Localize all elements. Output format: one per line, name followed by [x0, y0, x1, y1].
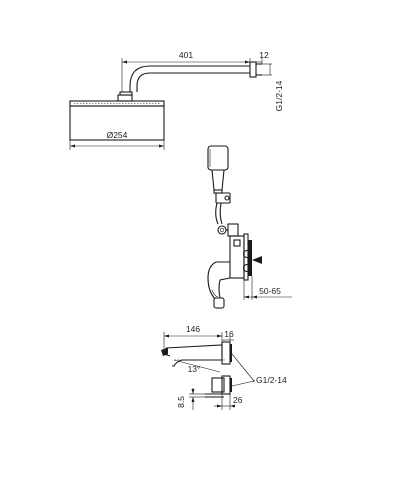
spout-angle-label: 13° [188, 364, 201, 374]
dim-spout-offset-label: 16 [224, 329, 234, 339]
dim-spout-base-width: 26 [214, 394, 243, 410]
dim-wall-flange-label: 12 [259, 50, 269, 60]
dim-spout-base-height-label: 8.5 [176, 396, 186, 408]
mixer-body [229, 235, 245, 279]
dim-spout-base-width-label: 26 [233, 395, 243, 405]
spout-thread-label: G1/2-14 [256, 375, 287, 385]
dim-arm-length: 401 [121, 50, 251, 92]
dim-spout-length-label: 146 [186, 324, 200, 334]
shower-arm-view [69, 61, 262, 141]
hand-shower-view [207, 145, 262, 309]
dim-arm-thread-label: G1/2-14 [274, 80, 284, 111]
dim-spout-offset: 16 [222, 329, 234, 342]
dim-head-diameter-label: Ø254 [107, 130, 128, 140]
dim-mixer-depth-label: 50-65 [259, 286, 281, 296]
dim-wall-flange: 12 [250, 50, 269, 64]
dim-arm-length-label: 401 [179, 50, 193, 60]
hand-shower-head [207, 145, 229, 171]
dim-mixer-depth: 50-65 [243, 276, 292, 300]
shower-head-body [69, 105, 165, 141]
dim-spout-length: 146 [163, 324, 223, 350]
dim-head-diameter: Ø254 [69, 130, 165, 150]
dim-arm-thread: G1/2-14 [262, 63, 284, 111]
spout-thread-callout: G1/2-14 [231, 353, 287, 387]
spout-view [161, 341, 232, 398]
dim-spout-base-height: 8.5 [176, 388, 205, 410]
